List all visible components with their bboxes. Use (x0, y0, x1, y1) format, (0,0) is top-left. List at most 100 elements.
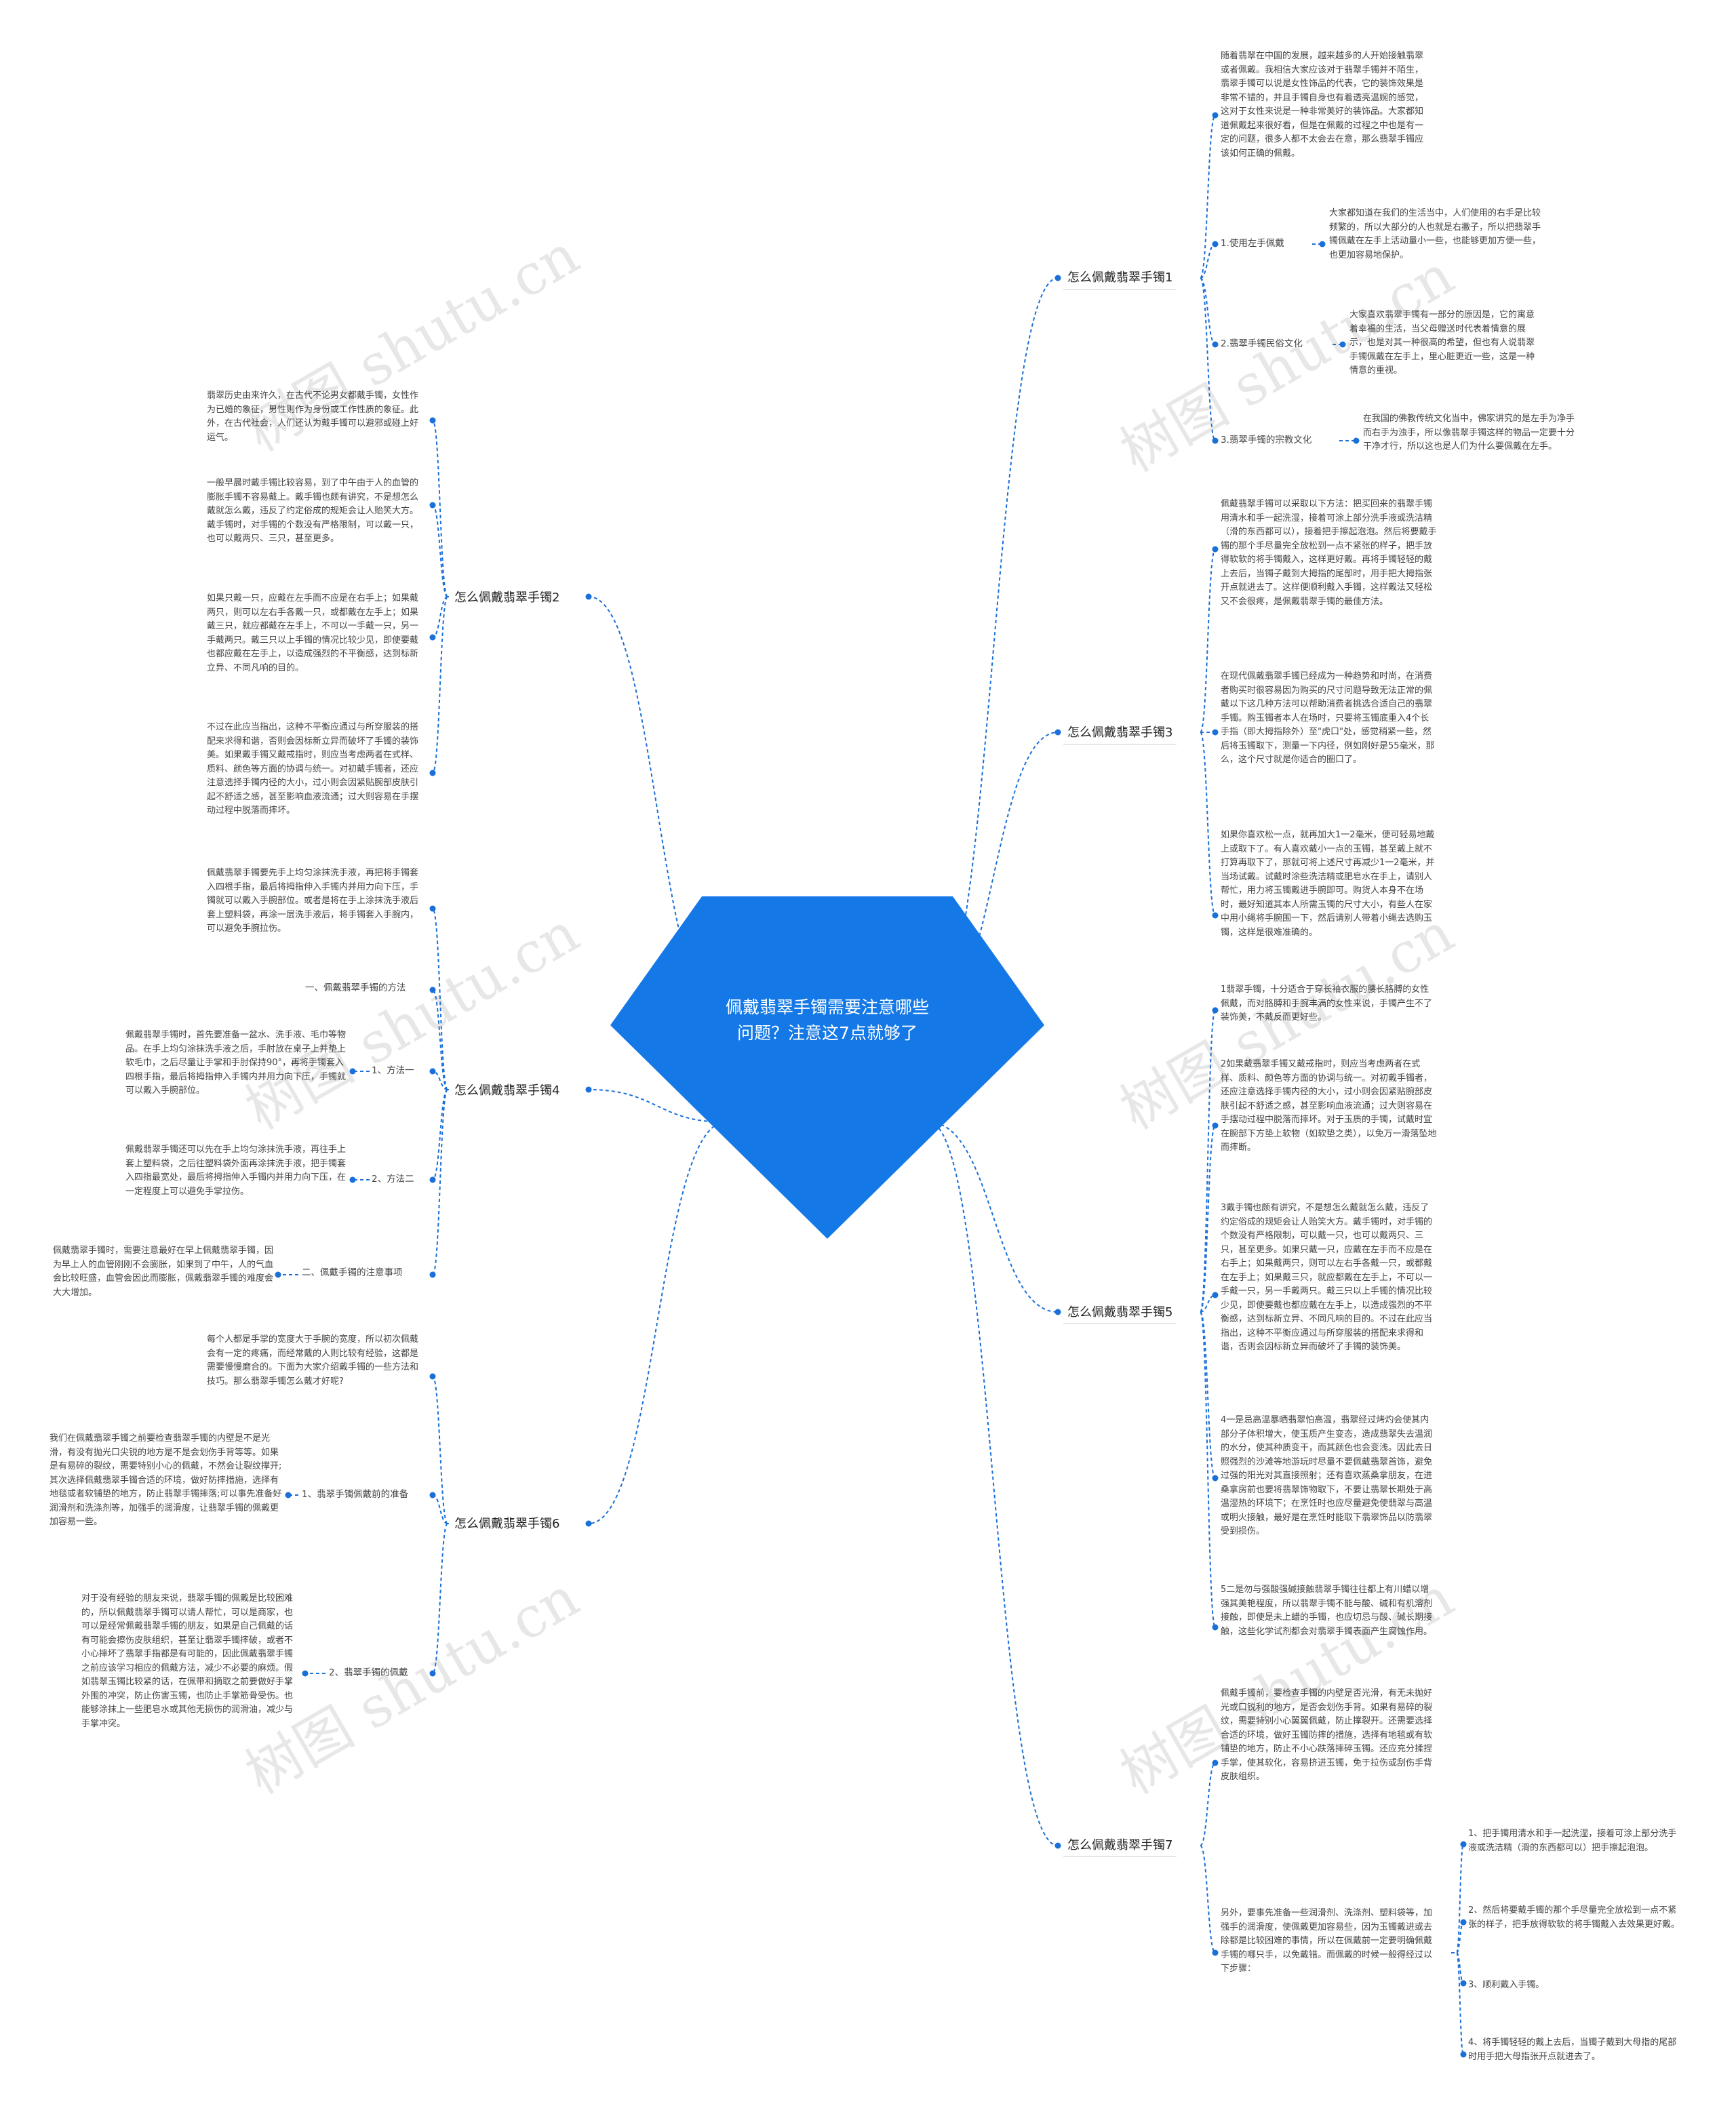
branch-7-intro: 佩戴手镯前，要检查手镯的内壁是否光滑，有无未抛好光或口锐利的地方，是否会划伤手背… (1221, 1688, 1433, 1782)
connector-dot (1212, 1122, 1219, 1129)
connector-dot (1460, 2051, 1467, 2058)
connector-dot (1054, 1309, 1061, 1315)
connector-dot (1353, 437, 1360, 444)
branch-6-intro: 每个人都是手掌的宽度大于手腕的宽度，所以初次佩戴会有一定的疼痛，而经常戴的人则比… (207, 1334, 419, 1387)
branch-7-steps-intro: 另外，要事先准备一些润滑剂、洗涤剂、塑料袋等，加强手的润滑度，使佩戴更加容易些，… (1221, 1908, 1433, 1974)
connector-dot (1212, 1624, 1219, 1631)
branch-6-sub-2-text: 对于没有经验的朋友来说，翡翠手镯的佩戴是比较困难的，所以佩戴翡翠手镯可以请人帮忙… (81, 1593, 294, 1729)
connector-line (1200, 1845, 1216, 1953)
branch-5-text-1: 1翡翠手镯，十分适合于穿长袖衣服的腰长胳膊的女性佩戴，而对胳膊和手腕丰满的女性来… (1221, 985, 1433, 1022)
connector-dot (1054, 275, 1061, 281)
connector-dot (1460, 1841, 1467, 1848)
branch-4-sub-1-label[interactable]: 一、佩戴翡翠手镯的方法 (305, 982, 406, 993)
branch-3-topic[interactable]: 怎么佩戴翡翠手镯3 (1063, 722, 1177, 744)
connector-line (432, 989, 448, 1090)
branch-4-sub-2-text: 佩戴翡翠手镯时，首先要准备一盆水、洗手液、毛巾等物品。在手上均匀涂抹洗手液之后，… (125, 1030, 347, 1096)
connector-dot (1054, 1842, 1061, 1849)
connector-dot (429, 1373, 436, 1380)
branch-1-sub-3-text: 在我国的佛教传统文化当中，佛家讲究的是左手为净手而右手为浊手，所以像翡翠手镯这样… (1363, 414, 1575, 452)
connector-dot (429, 905, 436, 912)
branch-1-topic[interactable]: 怎么佩戴翡翠手镯1 (1063, 267, 1177, 290)
branch-4-intro: 佩戴翡翠手镯要先手上均匀涂抹洗手液，再把将手镯套入四根手指，最后将拇指伸入手镯内… (207, 868, 419, 934)
branch-6-topic[interactable]: 怎么佩戴翡翠手镯6 (454, 1517, 560, 1531)
connector-line (1200, 1294, 1216, 1313)
connector-line (432, 1494, 448, 1524)
connector-dot (285, 1492, 292, 1498)
connector-dot (1212, 1760, 1219, 1766)
branch-2-text-3: 如果只戴一只，应戴在左手而不应是在右手上；如果戴两只，则可以左右手各戴一只，或都… (207, 593, 419, 673)
connector-line (1200, 1010, 1216, 1313)
connector-dot (1339, 341, 1346, 348)
branch-5-text-3: 3戴手镯也颇有讲究，不是想怎么戴就怎么戴，违反了约定俗成的规矩会让人贻笑大方。戴… (1221, 1203, 1433, 1352)
connector-dot (1460, 1919, 1467, 1926)
connector-dot (1212, 437, 1219, 444)
central-topic[interactable]: 佩戴翡翠手镯需要注意哪些问题？注意这7点就够了 (610, 896, 1044, 1239)
branch-3-text-3: 如果你喜欢松一点，就再加大1一2毫米，便可轻易地戴上或取下了。有人喜欢戴小一点的… (1221, 830, 1435, 938)
branch-7-step-3: 3、顺利戴入手镯。 (1468, 1980, 1545, 1990)
branch-1-intro: 随着翡翠在中国的发展，越来越多的人开始接触翡翠或者佩戴。我相信大家应该对于翡翠手… (1221, 51, 1424, 159)
connector-dot (429, 417, 436, 424)
branch-4-sub-3-text: 佩戴翡翠手镯还可以先在手上均匀涂抹洗手液，再往手上套上塑料袋，之后往塑料袋外面再… (125, 1145, 347, 1197)
branch-1-sub-3-label[interactable]: 3.翡翠手镯的宗教文化 (1221, 435, 1312, 445)
connector-dot (1212, 112, 1219, 119)
connector-line (432, 1376, 448, 1524)
connector-line (928, 1121, 1059, 1846)
connector-line (432, 596, 448, 774)
branch-2-topic[interactable]: 怎么佩戴翡翠手镯2 (454, 591, 560, 605)
branch-4-sub-2-label[interactable]: 1、方法一 (372, 1065, 414, 1076)
connector-line (432, 504, 448, 597)
connector-line (1456, 1952, 1464, 1984)
branch-6-sub-2-label[interactable]: 2、翡翠手镯的佩戴 (329, 1667, 408, 1678)
central-topic-shape (610, 896, 1044, 1239)
connector-dot (585, 593, 592, 600)
branch-7-step-1: 1、把手镯用清水和手一起洗湿，接着可涂上部分洗手液或洗洁精（滑的东西都可以）把手… (1468, 1829, 1677, 1853)
connector-dot (1319, 241, 1326, 247)
connector-line (1200, 1311, 1216, 1628)
connector-line (432, 1089, 448, 1275)
branch-2-text-4: 不过在此应当指出，这种不平衡应通过与所穿服装的搭配来求得和谐，否则会因标新立异而… (207, 722, 419, 816)
connector-line (1456, 1922, 1464, 1953)
branch-2-text-1: 翡翠历史由来许久，在古代不论男女都戴手镯，女性作为已婚的象征，男性则作为身份或工… (207, 391, 419, 443)
branch-6-sub-1-label[interactable]: 1、翡翠手镯佩戴前的准备 (302, 1489, 409, 1500)
connector-line (1200, 1125, 1216, 1313)
connector-dot (429, 634, 436, 641)
connector-dot (302, 1670, 309, 1677)
connector-dot (1212, 546, 1219, 553)
connector-dot (429, 1068, 436, 1075)
branch-1-sub-2-text: 大家喜欢翡翠手镯有一部分的原因是，它的寓意着幸福的生活，当父母赠送时代表着情意的… (1349, 310, 1535, 376)
connector-dot (349, 1176, 356, 1183)
connector-line (928, 1121, 1059, 1313)
connector-line (1200, 549, 1216, 733)
connector-dot (1460, 1980, 1467, 1987)
connector-dot (1212, 1007, 1219, 1014)
branch-1-sub-1-label[interactable]: 1.使用左手佩戴 (1221, 238, 1284, 249)
branch-4-sub-3-label[interactable]: 2、方法二 (372, 1174, 414, 1185)
branch-7-step-4: 4、将手镯轻轻的戴上去后，当镯子戴到大母指的尾部时用手把大母指张开点就进去了。 (1468, 2038, 1677, 2062)
connector-dot (1212, 912, 1219, 919)
branch-6-sub-1-text: 我们在佩戴翡翠手镯之前要检查翡翠手镯的内壁是不是光滑，有没有抛光口尖锐的地方是不… (50, 1433, 282, 1527)
connector-line (432, 1071, 448, 1090)
branch-1-sub-1-text: 大家都知道在我们的生活当中，人们使用的右手是比较频繁的，所以大部分的人也就是右撇… (1329, 208, 1541, 260)
connector-dot (1212, 241, 1219, 247)
branch-1-sub-2-label[interactable]: 2.翡翠手镯民俗文化 (1221, 338, 1303, 349)
branch-4-sub-4-text: 佩戴翡翠手镯时，需要注意最好在早上佩戴翡翠手镯，因为早上人的血管刚刚不会膨胀，如… (53, 1246, 274, 1298)
branch-4-topic[interactable]: 怎么佩戴翡翠手镯4 (454, 1084, 560, 1098)
branch-7-topic[interactable]: 怎么佩戴翡翠手镯7 (1063, 1835, 1177, 1857)
branch-3-text-2: 在现代佩戴翡翠手镯已经成为一种趋势和时尚，在消费者购买时很容易因为购买的尺寸问题… (1221, 671, 1435, 765)
branch-3-text-1: 佩戴翡翠手镯可以采取以下方法：把买回来的翡翠手镯用清水和手一起洗湿，接着可涂上部… (1221, 499, 1437, 607)
connector-dot (1212, 1475, 1219, 1482)
connector-dot (429, 1492, 436, 1498)
branch-4-sub-4-label[interactable]: 二、佩戴手镯的注意事项 (302, 1267, 403, 1278)
connector-line (432, 1089, 448, 1180)
connector-dot (429, 1176, 436, 1183)
connector-dot (429, 1271, 436, 1278)
connector-dot (429, 1670, 436, 1677)
connector-dot (1212, 1949, 1219, 1956)
connector-line (1200, 115, 1216, 279)
connector-line (432, 1523, 448, 1674)
connector-dot (1212, 341, 1219, 348)
connector-dot (349, 1068, 356, 1075)
connector-line (1456, 1952, 1464, 2055)
branch-5-topic[interactable]: 怎么佩戴翡翠手镯5 (1063, 1302, 1177, 1324)
connector-line (432, 908, 448, 1090)
